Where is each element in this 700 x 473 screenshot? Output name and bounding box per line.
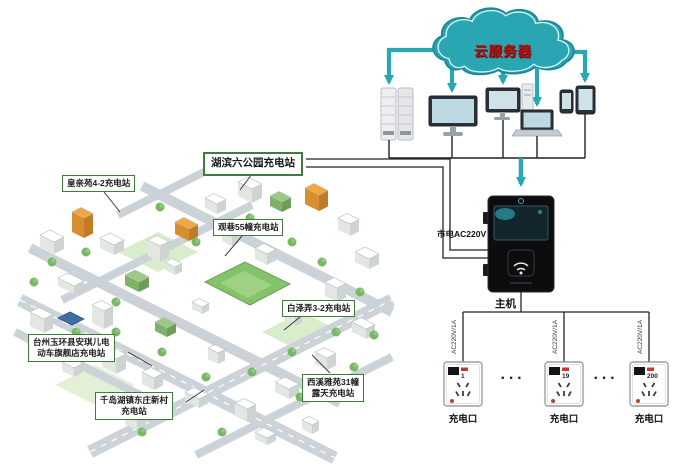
smartphone-icon [559,89,574,114]
outlet-number: 200 [647,373,658,380]
station-callout-qiandaohu: 千岛湖镇东庄新村 充电站 [95,392,174,421]
station-label: 白泽弄3-2充电站 [287,303,351,313]
station-callout-hubin: 湖滨六公园充电站 [203,152,303,176]
map-park [203,261,292,306]
charging-outlet: 1 [443,361,483,407]
station-label: 西溪雅苑31幢 [307,377,359,387]
station-label: 露天充电站 [311,388,355,399]
outlet-indicator [551,399,555,403]
branch-line-label-1: AC220V/1A [451,320,458,354]
station-callout-baizelong: 白泽弄3-2充电站 [282,300,356,318]
server-rack-icon [380,87,414,141]
outlet-indicator [450,399,454,403]
tablet-icon [575,85,596,115]
charging-outlet: 200 [629,361,669,407]
outlet-label-2: 充电口 [549,414,579,425]
station-label: 湖滨六公园充电站 [211,157,295,169]
nfc-icon [513,262,529,271]
map-buildings [29,176,380,445]
charging-outlets: 1 19 200 [443,361,669,407]
monitor-icon [428,95,478,136]
branch-line-label-2: AC220V/1A [552,320,559,354]
map-solar-panel [57,311,85,326]
outlet-label-1: 充电口 [448,414,478,425]
outlet-label-3: 充电口 [634,414,664,425]
station-label: 动车旗舰店充电站 [37,348,106,359]
station-callout-huangqinyuan: 皇亲苑4-2充电站 [62,175,136,193]
station-label: 台州玉环县安琪儿电 [33,337,110,347]
ellipsis-2: ··· [593,370,619,387]
branch-line-label-3: AC220V/1A [637,320,644,354]
station-label: 观巷55幢充电站 [218,222,279,232]
laptop-icon [511,109,563,137]
device-to-host-lines [388,114,586,159]
callout-leader-lines [103,173,331,403]
charging-outlet: 19 [544,361,584,407]
station-callout-taizhou: 台州玉环县安琪儿电 动车旗舰店充电站 [28,334,115,363]
outlet-number: 1 [461,373,465,380]
outlet-display [549,367,560,375]
outlet-display [448,367,459,375]
station-label: 千岛湖镇东庄新村 [100,395,169,405]
cloud-label: 云服务器 [474,44,532,59]
outlet-indicator [636,399,640,403]
station-label: 充电站 [121,406,147,417]
outlet-number: 19 [562,373,570,380]
host-to-outlet-lines [462,292,650,362]
mains-power-label: 市电AC220V [437,229,487,239]
ellipsis-1: ··· [500,370,526,387]
station-callout-xixi: 西溪雅苑31幢 露天充电站 [302,374,364,403]
callout-to-host-line [306,158,488,259]
cloud-icon [432,7,575,76]
main-unit-device [483,195,555,293]
station-callout-guanxiang: 观巷55幢充电站 [213,219,284,237]
station-label: 皇亲苑4-2充电站 [67,178,131,188]
host-label: 主机 [495,298,516,310]
outlet-display [634,367,645,375]
